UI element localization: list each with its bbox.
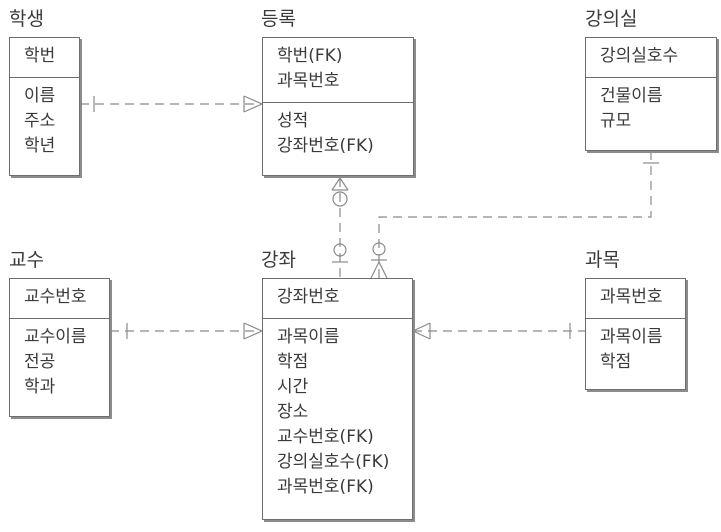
room-entity-box: 강의실호수 건물이름 규모 (585, 37, 717, 151)
subject-entity-title: 과목 (585, 249, 620, 271)
student-attr: 주소 (24, 111, 56, 131)
subject-attr: 학점 (600, 352, 632, 372)
lecture-key-attr: 강좌번호 (277, 287, 340, 307)
student-key-attr: 학번 (24, 46, 56, 66)
room-entity-title: 강의실 (585, 8, 638, 30)
professor-attr: 전공 (24, 352, 56, 372)
rel-room-lecture (370, 151, 659, 279)
subject-attr: 과목이름 (600, 327, 663, 347)
subject-entity-box: 과목번호 과목이름 학점 (585, 278, 686, 390)
room-key-section: 강의실호수 (586, 38, 716, 78)
lecture-entity-title: 강좌 (261, 249, 296, 271)
professor-key-section: 교수번호 (10, 279, 109, 319)
subject-key-attr: 과목번호 (600, 287, 663, 307)
lecture-entity-box: 강좌번호 과목이름 학점 시간 장소 교수번호(FK) 강의실호수(FK) 과목… (262, 278, 413, 520)
enroll-entity-box: 학번(FK) 과목번호 성적 강좌번호(FK) (262, 37, 414, 176)
enroll-attr: 강좌번호(FK) (277, 136, 374, 156)
rel-enroll-lecture (331, 177, 349, 278)
lecture-attr-section: 과목이름 학점 시간 장소 교수번호(FK) 강의실호수(FK) 과목번호(FK… (263, 319, 412, 506)
lecture-attr: 과목이름 (277, 327, 340, 347)
student-key-section: 학번 (10, 38, 79, 78)
rel-subject-lecture (412, 322, 585, 340)
professor-attr: 학과 (24, 377, 56, 397)
room-attr-section: 건물이름 규모 (586, 78, 716, 140)
lecture-attr: 강의실호수(FK) (277, 452, 390, 472)
lecture-attr: 교수번호(FK) (277, 427, 374, 447)
professor-entity-box: 교수번호 교수이름 전공 학과 (9, 278, 110, 417)
professor-attr-section: 교수이름 전공 학과 (10, 319, 109, 406)
lecture-attr: 장소 (277, 402, 309, 422)
enroll-attr-section: 성적 강좌번호(FK) (263, 103, 413, 165)
rel-professor-lecture (110, 322, 263, 340)
student-attr: 이름 (24, 86, 56, 106)
lecture-attr: 학점 (277, 352, 309, 372)
enroll-attr: 성적 (277, 111, 309, 131)
enroll-key-section: 학번(FK) 과목번호 (263, 38, 413, 103)
rel-student-enroll (80, 95, 263, 113)
professor-key-attr: 교수번호 (24, 287, 87, 307)
professor-attr: 교수이름 (24, 327, 87, 347)
enroll-entity-title: 등록 (261, 8, 296, 30)
professor-entity-title: 교수 (9, 249, 44, 271)
student-entity-title: 학생 (9, 8, 44, 30)
student-attr-section: 이름 주소 학년 (10, 78, 79, 165)
room-attr: 규모 (600, 111, 632, 131)
student-attr: 학년 (24, 136, 56, 156)
subject-key-section: 과목번호 (586, 279, 685, 319)
subject-attr-section: 과목이름 학점 (586, 319, 685, 381)
lecture-attr: 시간 (277, 377, 309, 397)
room-key-attr: 강의실호수 (600, 46, 679, 66)
enroll-key-attr: 과목번호 (277, 71, 340, 91)
lecture-key-section: 강좌번호 (263, 279, 412, 319)
enroll-key-attr: 학번(FK) (277, 46, 343, 66)
student-entity-box: 학번 이름 주소 학년 (9, 37, 80, 176)
room-attr: 건물이름 (600, 86, 663, 106)
lecture-attr: 과목번호(FK) (277, 477, 374, 497)
